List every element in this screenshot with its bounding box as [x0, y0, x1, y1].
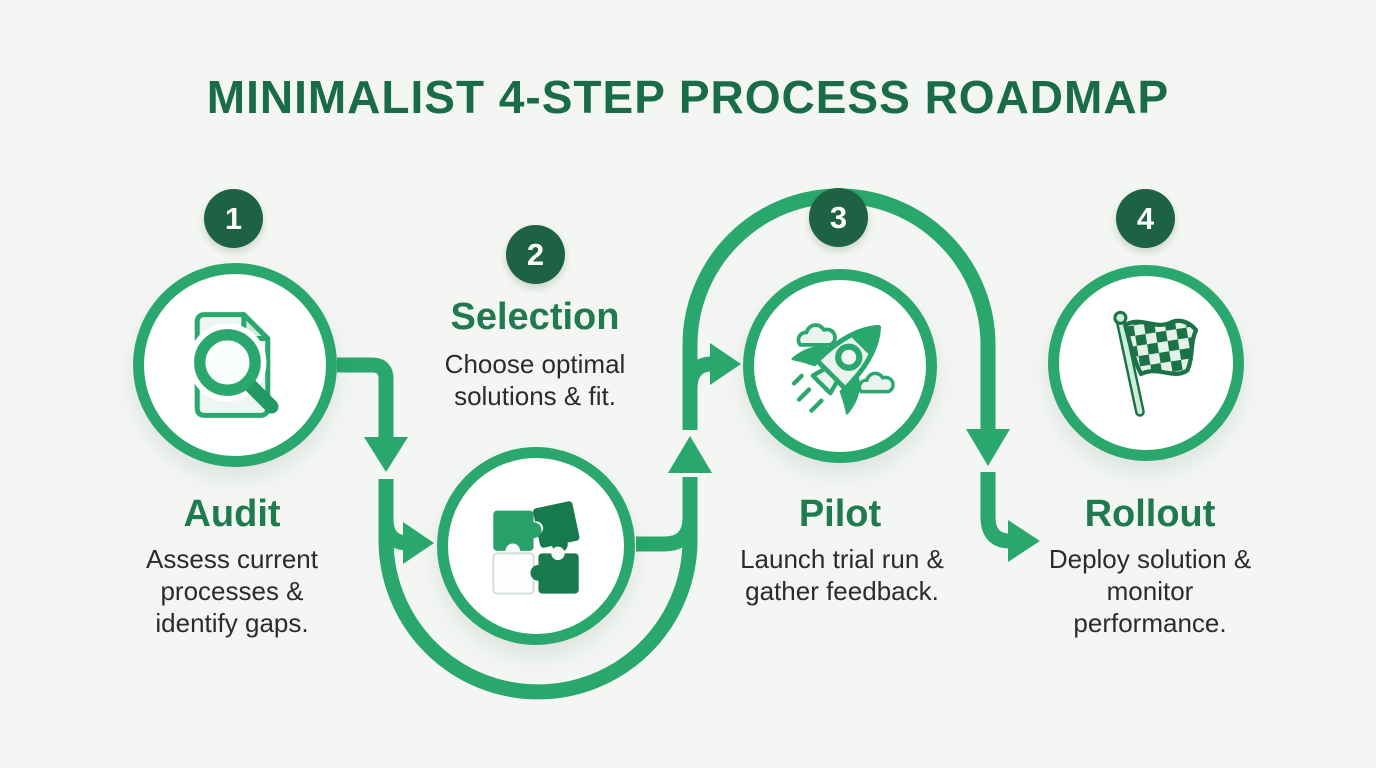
step-1-number: 1: [224, 200, 243, 236]
step-4-description: Deploy solution & monitor performance.: [1048, 544, 1252, 638]
arrowhead-down-2: [966, 429, 1010, 466]
step-1-icon-circle: [133, 263, 337, 467]
arrow-step2-exit: [636, 517, 698, 552]
step-1-number-badge: 1: [204, 189, 263, 248]
step-3-icon-circle: [743, 269, 937, 463]
step-4-title: Rollout: [1084, 493, 1216, 535]
arrow-step1-down: [337, 357, 394, 437]
step-4-icon-circle: [1048, 265, 1244, 461]
step-3-number-badge: 3: [809, 188, 868, 247]
step-2-number-badge: 2: [506, 225, 565, 284]
checkered-flag-icon: [1113, 310, 1199, 417]
rocket-icon: [791, 323, 895, 415]
step-2-icon-circle: [437, 447, 635, 645]
step-4-number-badge: 4: [1116, 189, 1175, 248]
arrow-into-step4: [980, 472, 1011, 549]
step-4-number: 4: [1136, 200, 1155, 236]
step-3-title: Pilot: [798, 493, 882, 535]
step-1-title: Audit: [183, 493, 281, 535]
arrow-bottom-loop: [378, 477, 698, 700]
step-2-number: 2: [526, 236, 545, 272]
arrowhead-right-1: [403, 522, 434, 564]
step-1-description: Assess current processes & identify gaps…: [146, 544, 318, 638]
step-3-description: Launch trial run & gather feedback.: [740, 544, 944, 606]
arrowhead-up-1: [668, 436, 712, 473]
arrowhead-right-2: [710, 343, 741, 385]
step-3-number: 3: [829, 199, 848, 235]
step-2-title: Selection: [450, 296, 620, 338]
arrowhead-right-3: [1008, 520, 1040, 562]
document-magnifier-icon: [188, 312, 279, 418]
step-2-description: Choose optimal solutions & fit.: [444, 349, 626, 411]
puzzle-pieces-icon: [492, 501, 580, 595]
arrowhead-down-1: [364, 437, 408, 472]
page-title: MINIMALIST 4-STEP PROCESS ROADMAP: [206, 71, 1170, 123]
